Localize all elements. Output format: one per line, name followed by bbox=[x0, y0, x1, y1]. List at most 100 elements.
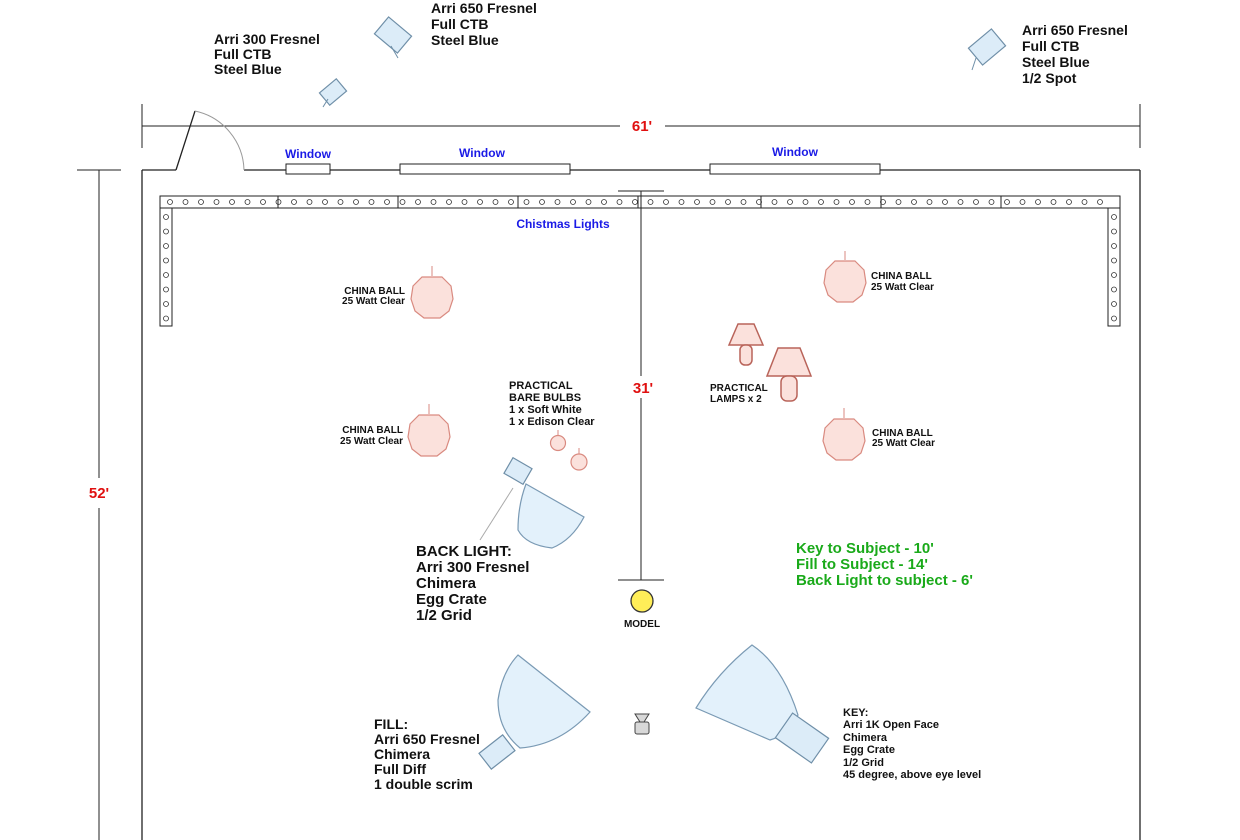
practical-lamp-1 bbox=[727, 323, 765, 366]
christmas-light-bulb bbox=[1019, 199, 1026, 205]
back-light-fixture bbox=[479, 456, 585, 549]
christmas-light-bulb bbox=[229, 199, 235, 205]
fill-line-2: Arri 650 Fresnel bbox=[374, 731, 480, 747]
key-line-2: Arri 1K Open Face bbox=[843, 719, 939, 731]
center-dimension: 31' bbox=[618, 190, 664, 581]
fill-line-5: 1 double scrim bbox=[374, 776, 473, 792]
christmas-light-bulb bbox=[895, 199, 902, 205]
china-ball-1-watt: 25 Watt Clear bbox=[342, 296, 405, 307]
left-fixture-line-1: Arri 300 Fresnel bbox=[214, 31, 320, 47]
christmas-light-bulb bbox=[1035, 199, 1041, 205]
christmas-light-bulb bbox=[163, 228, 169, 235]
christmas-light-bulb bbox=[740, 199, 747, 205]
christmas-light-bulb bbox=[508, 199, 514, 205]
fill-line-3: Chimera bbox=[374, 746, 430, 762]
right-fixture-line-1: Arri 650 Fresnel bbox=[1022, 22, 1128, 38]
christmas-light-bulb bbox=[213, 199, 220, 205]
christmas-light-bulb bbox=[647, 199, 654, 205]
china-ball-4-name: CHINA BALL bbox=[872, 428, 933, 439]
left-fixture-line-3: Steel Blue bbox=[214, 61, 282, 77]
christmas-light-bulb bbox=[163, 301, 169, 307]
model-label: MODEL bbox=[624, 619, 660, 630]
china-ball-3-name: CHINA BALL bbox=[342, 425, 403, 436]
distance-back: Back Light to subject - 6' bbox=[796, 572, 973, 589]
christmas-light-bulb bbox=[163, 286, 169, 293]
model-marker bbox=[630, 589, 654, 613]
china-ball-3-watt: 25 Watt Clear bbox=[340, 436, 403, 447]
china-ball-3 bbox=[407, 404, 451, 457]
christmas-light-bulb bbox=[818, 199, 824, 205]
china-ball-4 bbox=[822, 408, 866, 461]
christmas-light-bulb bbox=[523, 199, 530, 205]
left-fixture-line-2: Full CTB bbox=[214, 46, 272, 62]
fresnel-fixture-left bbox=[318, 77, 348, 108]
key-line-3: Chimera bbox=[843, 732, 888, 744]
distance-fill: Fill to Subject - 14' bbox=[796, 556, 928, 573]
christmas-light-bulb bbox=[322, 199, 328, 205]
christmas-light-bulb bbox=[601, 199, 607, 205]
christmas-light-bulb bbox=[163, 214, 169, 220]
christmas-light-bulb bbox=[833, 199, 840, 205]
windows: Window Window Window bbox=[285, 145, 881, 175]
christmas-light-bulb bbox=[461, 199, 468, 205]
christmas-light-bulb bbox=[163, 272, 169, 278]
width-label: 61' bbox=[632, 118, 652, 135]
christmas-light-bulb bbox=[926, 199, 933, 205]
window-3 bbox=[709, 163, 881, 175]
christmas-light-bulb bbox=[725, 199, 731, 205]
window-label-2: Window bbox=[459, 146, 506, 160]
christmas-light-bulb bbox=[1111, 272, 1117, 278]
christmas-light-bulb bbox=[1111, 243, 1117, 249]
window-1 bbox=[285, 163, 331, 175]
christmas-light-bulb bbox=[632, 199, 638, 205]
christmas-light-bulb bbox=[849, 199, 855, 205]
china-ball-2 bbox=[823, 251, 867, 303]
camera-icon bbox=[634, 713, 650, 735]
christmas-light-bulb bbox=[163, 257, 169, 264]
christmas-light-bulb bbox=[988, 199, 995, 205]
christmas-light-bulb bbox=[167, 199, 173, 205]
christmas-light-bulb bbox=[911, 199, 917, 205]
christmas-light-bulb bbox=[1066, 199, 1072, 205]
christmas-light-bulb bbox=[384, 199, 390, 205]
back-light-line-3: Chimera bbox=[416, 575, 477, 592]
back-light-line-5: 1/2 Grid bbox=[416, 607, 472, 624]
practical-lamps-line-2: LAMPS x 2 bbox=[710, 394, 762, 405]
back-light-line-1: BACK LIGHT: bbox=[416, 543, 512, 560]
christmas-light-bulb bbox=[802, 199, 809, 205]
christmas-light-bulb bbox=[1111, 257, 1117, 264]
christmas-light-bulb bbox=[353, 199, 359, 205]
christmas-light-bulb bbox=[709, 199, 716, 205]
christmas-light-bulb bbox=[1050, 199, 1057, 205]
christmas-light-bulb bbox=[973, 199, 979, 205]
christmas-light-bulb bbox=[678, 199, 685, 205]
key-line-5: 1/2 Grid bbox=[843, 757, 884, 769]
christmas-light-bulb bbox=[337, 199, 344, 205]
christmas-lights bbox=[159, 195, 1121, 327]
christmas-light-bulb bbox=[616, 199, 623, 205]
window-label-3: Window bbox=[772, 145, 819, 159]
right-fixture-line-2: Full CTB bbox=[1022, 38, 1080, 54]
christmas-light-bulb bbox=[477, 199, 483, 205]
christmas-light-bulb bbox=[244, 199, 251, 205]
christmas-light-bulb bbox=[1111, 214, 1117, 220]
christmas-light-bulb bbox=[1111, 301, 1117, 307]
christmas-light-bulb bbox=[415, 199, 421, 205]
christmas-light-bulb bbox=[787, 199, 793, 205]
christmas-light-bulb bbox=[1111, 286, 1117, 293]
bare-bulbs-line-4: 1 x Edison Clear bbox=[509, 416, 595, 428]
christmas-light-bulb bbox=[1004, 199, 1010, 205]
christmas-light-bulb bbox=[1097, 199, 1103, 205]
center-label: 31' bbox=[633, 380, 653, 397]
christmas-light-bulb bbox=[771, 199, 778, 205]
right-fixture-line-4: 1/2 Spot bbox=[1022, 70, 1077, 86]
christmas-light-bulb bbox=[492, 199, 499, 205]
christmas-light-bulb bbox=[291, 199, 297, 205]
china-ball-1 bbox=[410, 266, 454, 319]
christmas-light-bulb bbox=[957, 199, 964, 205]
china-ball-1-name: CHINA BALL bbox=[344, 286, 405, 297]
practical-lamps-line-1: PRACTICAL bbox=[710, 383, 768, 394]
practical-lamp-2 bbox=[765, 347, 813, 402]
christmas-light-bulb bbox=[182, 199, 189, 205]
